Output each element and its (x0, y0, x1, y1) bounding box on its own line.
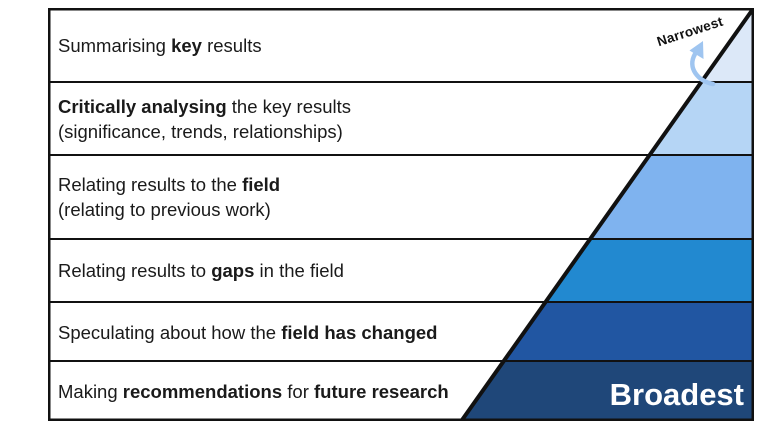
row-text: Relating results to the field (58, 174, 281, 195)
row-1-summarising: Summarising key results (48, 8, 754, 82)
row-2-critically-analysing: Critically analysing the key results (si… (48, 82, 754, 155)
discussion-structure-diagram: Summarising key results Critically analy… (48, 8, 754, 421)
row-text: (significance, trends, relationships) (58, 120, 343, 142)
funnel-segment-4 (545, 239, 753, 302)
funnel-diagonal-line (460, 8, 754, 421)
row-text: Critically analysing the key results (58, 95, 352, 117)
row-text: (relating to previous work) (58, 199, 271, 220)
row-3-relating-to-field: Relating results to the field (relating … (48, 155, 754, 239)
funnel-graphic (48, 8, 754, 421)
broadest-label: Broadest (609, 377, 744, 412)
row-text: Making recommendations for future resear… (58, 381, 449, 402)
row-6-recommendations: Making recommendations for future resear… (48, 362, 754, 421)
row-5-speculating-field-changed: Speculating about how the field has chan… (48, 302, 754, 362)
curved-arrow-head-icon (689, 41, 704, 59)
curved-arrow-icon (690, 51, 716, 87)
row-text: Speculating about how the field has chan… (58, 321, 438, 343)
row-text: Summarising key results (58, 34, 262, 56)
funnel-segment-5 (504, 302, 753, 361)
funnel-segment-6 (462, 361, 753, 420)
funnel-segment-2 (649, 82, 753, 155)
row-text: Relating results to gaps in the field (58, 260, 344, 281)
funnel-segment-3 (590, 155, 753, 239)
outer-border (48, 8, 754, 421)
step-rows: Summarising key results Critically analy… (48, 8, 754, 421)
row-4-relating-to-gaps: Relating results to gaps in the field (48, 239, 754, 302)
